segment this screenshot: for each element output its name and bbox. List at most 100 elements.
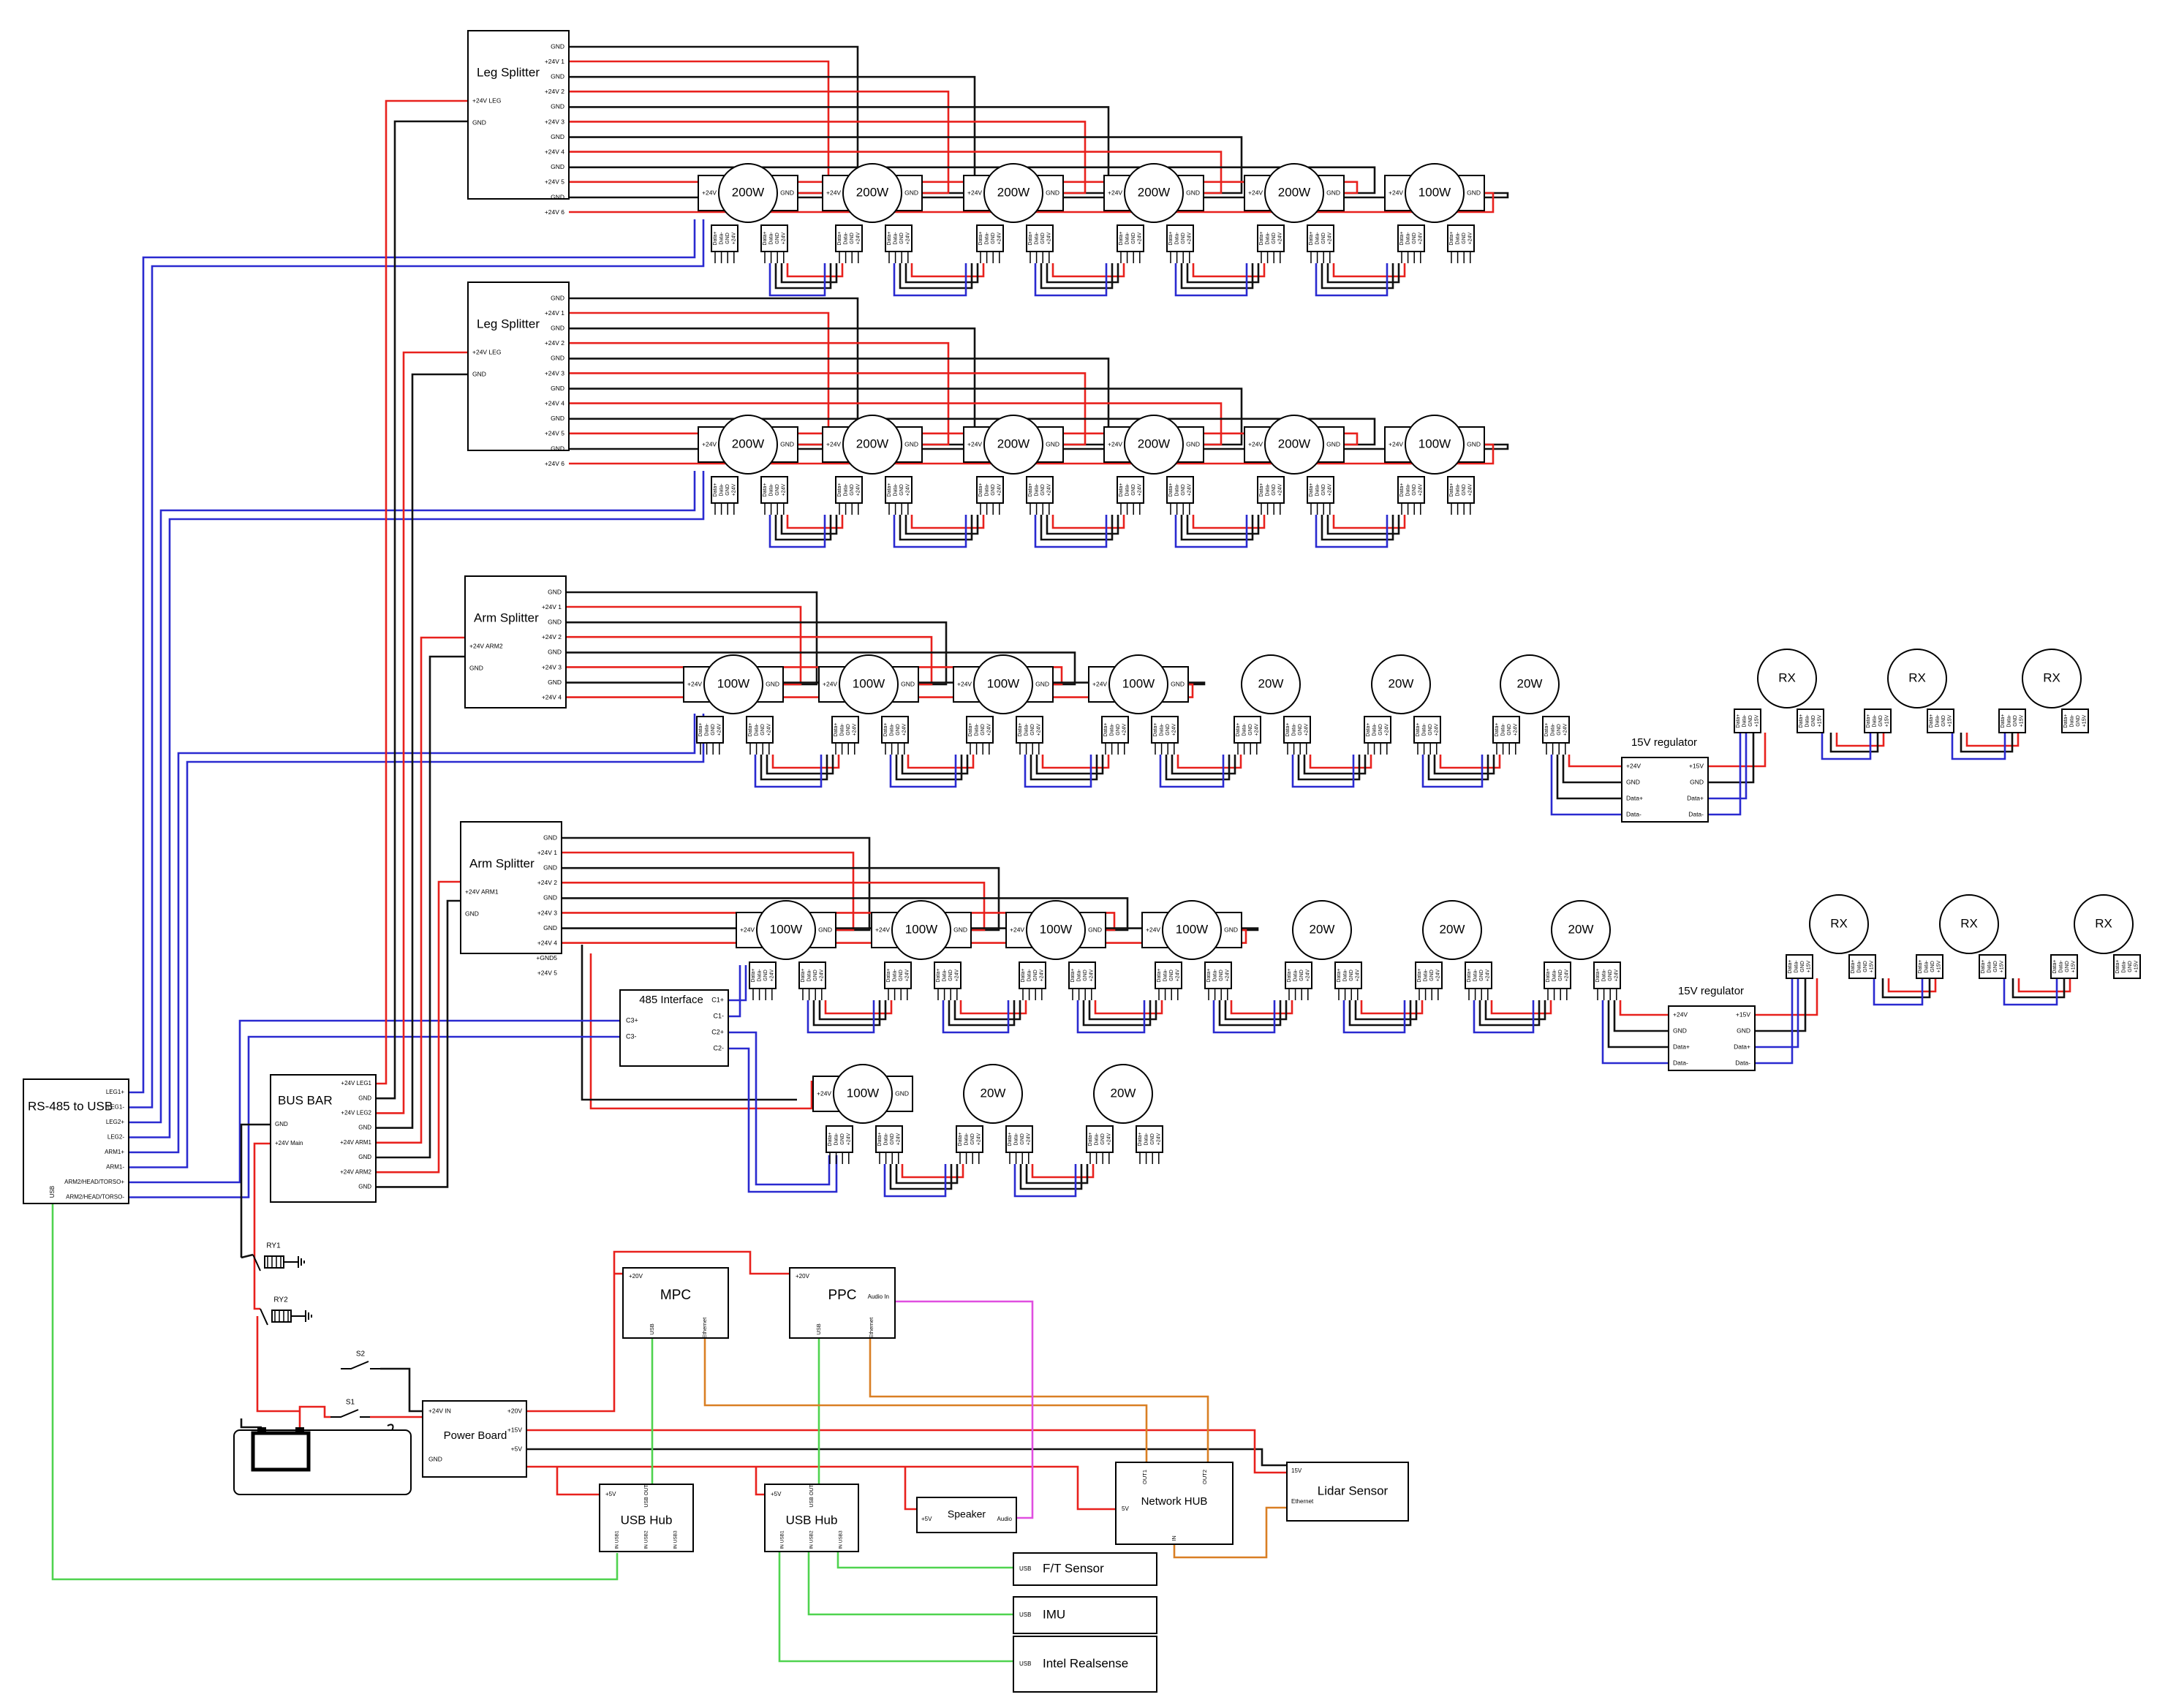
pin-label: LEG1+ [106,1089,124,1095]
wire [376,636,465,1144]
wire [771,755,840,769]
motor-rating: 20W [1310,922,1335,936]
pin-label: +24V [856,483,861,496]
wire [1165,755,1231,781]
pin-label: Data- [1552,969,1557,982]
data-connector: Data+Data-GND+24V [1593,961,1621,1000]
pin-label: GND [1181,484,1186,496]
pin-label: +24V [1418,483,1424,496]
pin-label: +24V [1435,723,1440,736]
pin-label: +20V [507,1407,522,1414]
pin-label: Data+ [886,969,891,983]
wire [1041,755,1110,769]
wire [1354,1000,1418,1021]
pin-label: GND [850,233,855,244]
pin-label: Data- [1688,810,1704,817]
wire [2017,978,2071,993]
wire [376,899,461,1188]
pin-label: +20V [796,1273,810,1280]
pin-label: IN USB1 [780,1530,785,1549]
pin-label: Data+ [1309,232,1314,246]
pin-label: GND [551,193,564,200]
wire [1708,733,1767,768]
wire [1332,263,1406,278]
pin-label: GND [780,189,794,196]
pin-label: GND [1412,233,1417,244]
pin-label: +24V [1172,723,1177,736]
pin-label: +24V LEG1 [341,1080,371,1087]
wire [569,341,950,446]
data-connector: Data+Data-GND+24V [1151,716,1179,755]
wire [766,755,834,775]
pin-label: +24V [1040,969,1045,981]
rx-label: RX [1960,916,1978,930]
wire [581,945,797,1101]
wire [253,1243,260,1310]
ppc-title: PPC [828,1288,856,1303]
wire [1755,978,1807,1032]
motor-body [1405,163,1465,223]
wire [778,1552,1013,1663]
pin-label: GND [1608,970,1613,981]
pin-label: Data- [1500,723,1506,736]
pin-label: +24V ARM2 [340,1168,371,1175]
wire [1030,755,1098,781]
data-connector: Data+Data-GND+24V [1117,476,1144,515]
wire [376,120,468,1100]
pin-label: OUT2 [1201,1470,1208,1484]
pin-label: +24V 4 [537,939,557,946]
pin-label: GND [1748,715,1753,727]
wire [1176,755,1242,769]
pin-label: Data- [1924,960,1929,973]
pin-label: Data+ [1028,232,1033,246]
pin-label: Data+ [2063,714,2069,728]
pin-label: +24V [1176,969,1181,981]
pin-label: +24V [1278,483,1283,496]
pin-label: Data+ [1687,794,1704,801]
data-connector: Data+Data-GND+24V [1544,961,1571,1000]
pin-label: Data+ [1157,969,1162,983]
regulator-title: 15V regulator [1678,985,1744,997]
pin-label: Data- [1125,483,1130,496]
pin-label: +24V [1436,969,1441,981]
data-connector: Data+Data-GND+24V [1415,961,1443,1000]
wire [1332,515,1406,529]
wire [893,263,967,297]
motor-rating: 100W [717,676,749,690]
wire [728,1047,838,1193]
pin-label: Data- [1735,1059,1750,1066]
pin-label: GND [275,1121,288,1127]
data-connector: Data+Data-GND+24V [696,716,724,755]
pin-label: Data+ [1028,483,1033,497]
pin-label: Data+ [1021,969,1026,983]
wire [240,1418,262,1429]
pin-label: GND [472,118,486,126]
pin-label: Data+ [1008,1133,1013,1146]
pin-label: Data- [2121,960,2126,973]
pin-label: Data- [1013,1133,1019,1146]
pin-label: Data- [1291,723,1296,736]
pin-label: Data+ [698,723,703,737]
wire [1035,755,1104,775]
pin-label: +24V [687,680,702,687]
pin-label: GND [763,970,768,981]
wire [1427,755,1489,781]
pin-label: Data+ [1119,232,1124,246]
motor-body [1264,415,1324,475]
pin-label: +24V 1 [542,603,562,611]
wire [1607,1000,1669,1048]
wire [807,1552,1013,1616]
wire [901,755,969,775]
pin-label: Ethernet [701,1317,708,1338]
wire [1755,978,1799,1048]
wire [1076,1000,1146,1034]
pin-label: C3- [626,1032,637,1040]
wire [907,755,975,769]
pin-label: Data- [1856,960,1862,973]
pin-label: +15V [2000,960,2005,972]
